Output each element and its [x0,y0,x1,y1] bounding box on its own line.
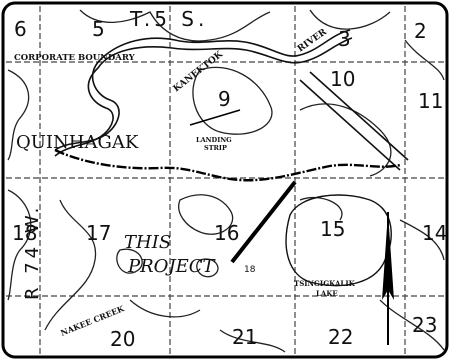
section-number: 11 [418,89,443,113]
section-number: 17 [86,221,111,245]
section-number: 23 [412,313,437,337]
landing-strip-line [189,109,241,126]
township-label: T.5 S. [129,7,208,31]
section-number: 15 [320,217,345,241]
site-number: 18 [244,265,256,275]
section-number: 16 [214,221,239,245]
section-number: 3 [338,27,351,51]
town-label: QUINHAGAK [16,132,139,153]
landing-strip-label: LANDING [196,136,232,144]
project-label: PROJECT [127,256,217,277]
project-pointer [230,180,297,264]
section-number: 20 [110,327,135,351]
section-number: 5 [92,17,105,41]
section-number: 18 [12,221,37,245]
section-number: 22 [328,325,353,349]
section-number: 21 [232,325,257,349]
corporate-boundary-label: CORPORATE BOUNDARY [14,53,136,63]
section-number: 10 [330,67,355,91]
trail [54,148,401,182]
section-number: 6 [14,17,27,41]
north-arrow-icon [382,212,394,345]
river [54,29,409,171]
section-numbers: 6 5 3 2 10 9 11 18 17 16 15 14 20 21 22 … [12,17,447,351]
project-label: THIS [124,232,171,253]
section-number: 14 [422,221,447,245]
landing-strip-label: STRIP [204,144,227,152]
section-number: 2 [414,19,427,43]
range-label: R 74 W. [22,204,43,300]
section-number: 9 [218,87,231,111]
contours [7,9,445,353]
lake-label: LAKE [316,289,338,298]
lake-label: TSINGIGKALIK [294,279,356,288]
